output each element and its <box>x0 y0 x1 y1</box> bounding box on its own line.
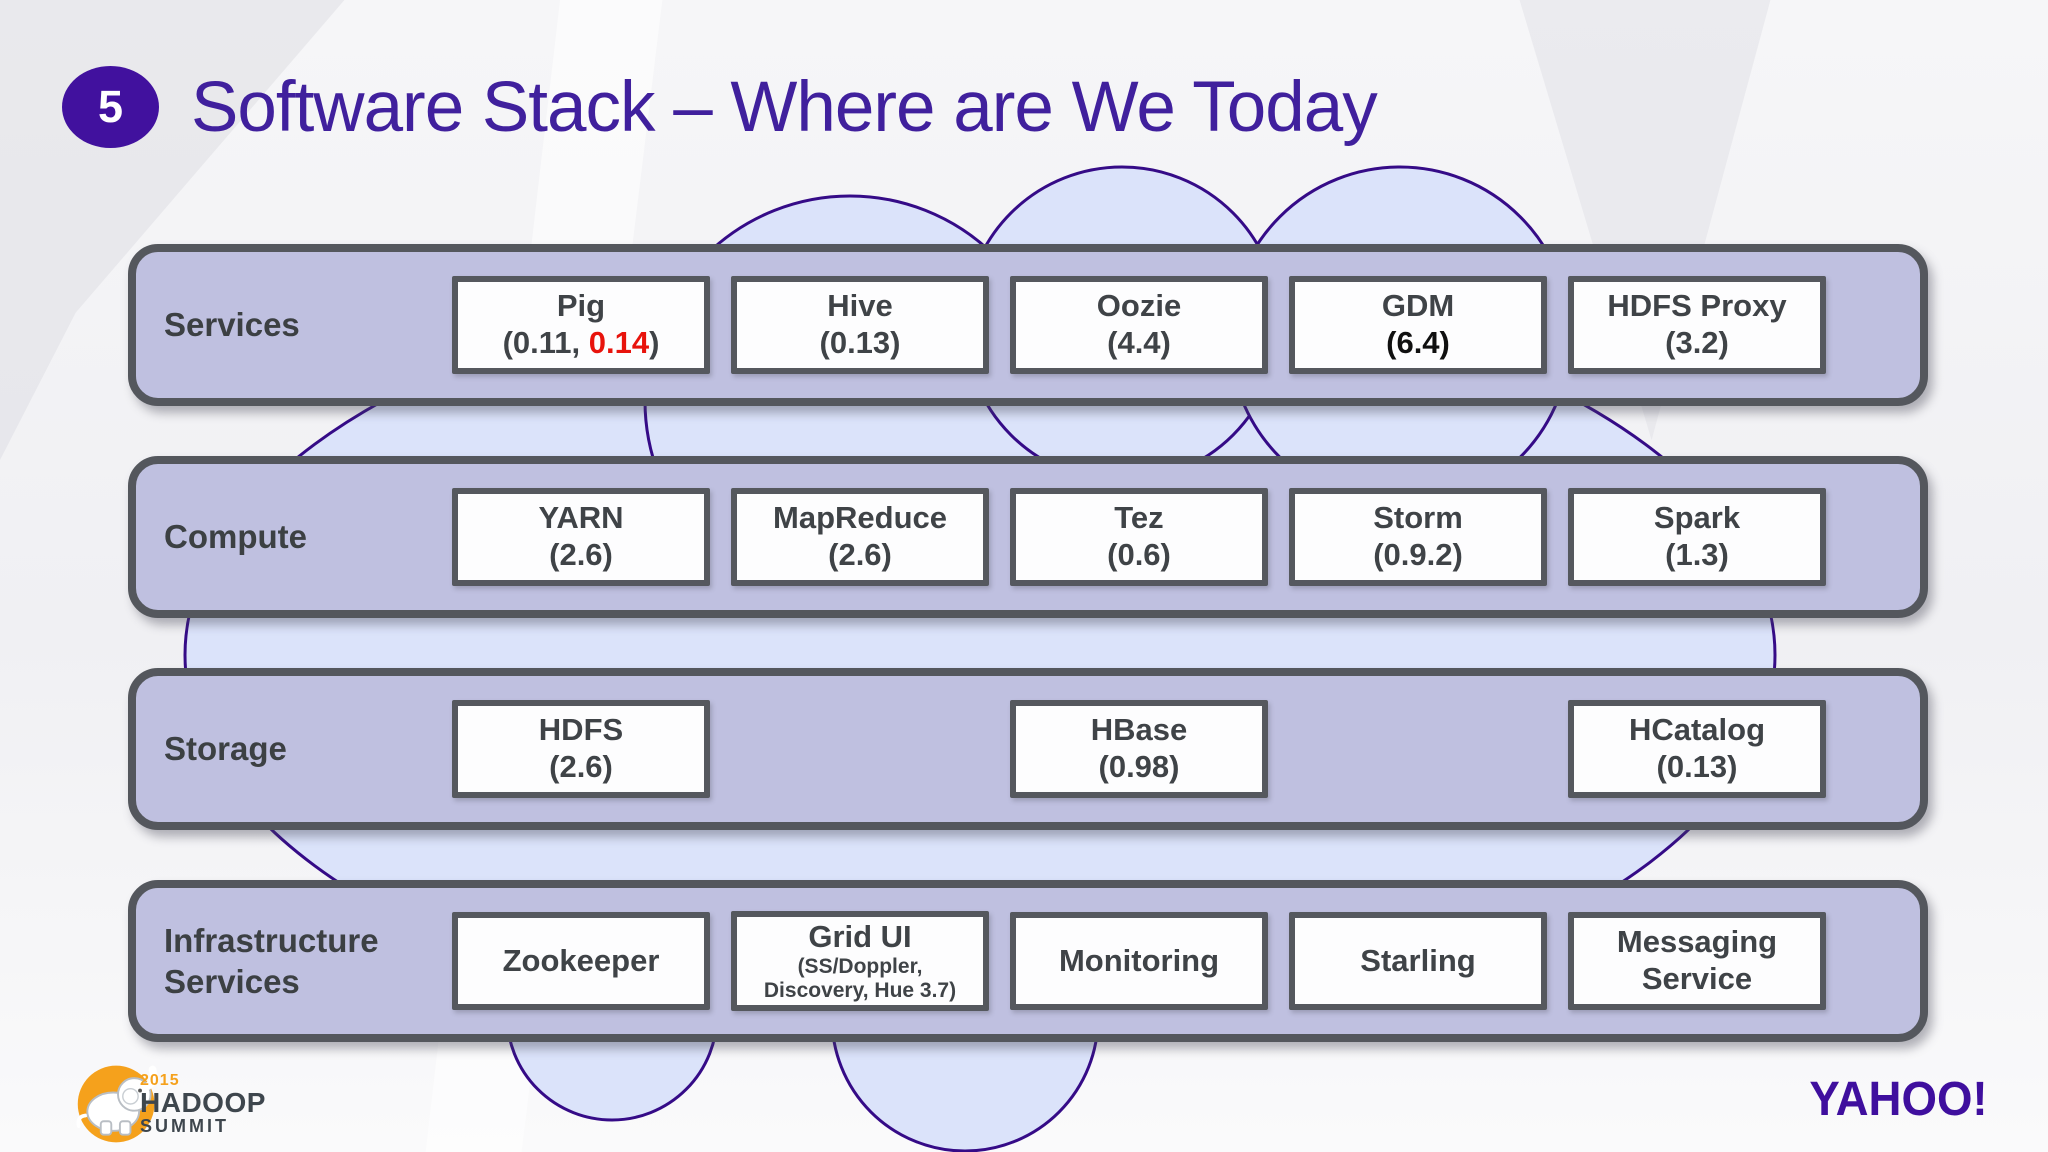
box-name: Spark <box>1653 500 1741 536</box>
hadoop-logo-name: HADOOP <box>140 1087 266 1118</box>
version-prefix: (0.11, <box>502 325 589 360</box>
hadoop-logo-subtitle: SUMMIT <box>140 1116 229 1136</box>
box-version: (0.13) <box>1656 749 1738 784</box>
box-name: Oozie <box>1096 288 1182 324</box>
row-label-storage: Storage <box>164 730 287 768</box>
box-yarn: YARN (2.6) <box>452 488 710 586</box>
row-compute-boxes: YARN (2.6) MapReduce (2.6) Tez (0.6) Sto… <box>452 488 1826 586</box>
box-name: Messaging Service <box>1616 924 1778 996</box>
box-name: YARN <box>538 500 624 536</box>
box-zookeeper: Zookeeper <box>452 911 710 1010</box>
box-hive: Hive (0.13) <box>731 276 989 374</box>
hadoop-logo-text: 2015 HADOOP SUMMIT <box>140 1072 266 1136</box>
box-messaging-service: Messaging Service <box>1568 911 1826 1010</box>
box-name: HDFS <box>538 712 624 748</box>
box-version: (0.11, 0.14) <box>503 325 660 362</box>
box-name: Pig <box>556 288 606 324</box>
box-hdfs: HDFS (2.6) <box>452 700 710 798</box>
row-label-services: Services <box>164 306 300 344</box>
row-label-compute: Compute <box>164 518 307 556</box>
box-version: (0.9.2) <box>1373 537 1463 572</box>
page-title: Software Stack – Where are We Today <box>191 67 1378 147</box>
box-pig: Pig (0.11, 0.14) <box>452 276 710 374</box>
box-name: Hive <box>827 288 893 324</box>
version-suffix: ) <box>649 325 660 360</box>
box-name: HCatalog <box>1628 712 1766 748</box>
box-name: GDM <box>1381 288 1455 324</box>
elephant-icon <box>76 1065 158 1143</box>
box-version: (4.4) <box>1107 325 1171 360</box>
box-subtitle: (SS/Doppler, <box>797 955 923 979</box>
box-name: Storm <box>1373 500 1463 536</box>
row-services: Services Pig (0.11, 0.14) Hive (0.13) Oo… <box>128 244 1928 406</box>
box-version: (1.3) <box>1665 537 1729 572</box>
row-storage: Storage HDFS (2.6) HBase (0.98) HCatalog… <box>128 668 1928 830</box>
slide-header: 5 Software Stack – Where are We Today <box>62 66 1378 148</box>
row-infrastructure-services: Infrastructure Services Zookeeper Grid U… <box>128 880 1928 1042</box>
box-name: Tez <box>1114 500 1164 536</box>
box-starling: Starling <box>1289 911 1547 1010</box>
row-storage-boxes: HDFS (2.6) HBase (0.98) HCatalog (0.13) <box>452 700 1826 798</box>
box-subtitle: Discovery, Hue 3.7) <box>763 979 957 1003</box>
box-version: (2.6) <box>549 749 613 784</box>
box-name: Zookeeper <box>502 942 660 978</box>
box-oozie: Oozie (4.4) <box>1010 276 1268 374</box>
box-name: Starling <box>1360 942 1476 978</box>
row-compute: Compute YARN (2.6) MapReduce (2.6) Tez (… <box>128 456 1928 618</box>
box-version: (0.13) <box>819 325 901 360</box>
box-version: (0.6) <box>1107 537 1171 572</box>
box-tez: Tez (0.6) <box>1010 488 1268 586</box>
version-highlight: 0.14 <box>588 325 650 360</box>
box-hcatalog: HCatalog (0.13) <box>1568 700 1826 798</box>
box-grid-ui: Grid UI (SS/Doppler, Discovery, Hue 3.7) <box>731 910 989 1012</box>
yahoo-logo: YAHOO! <box>1809 1073 1988 1126</box>
row-label-infrastructure-services: Infrastructure Services <box>164 921 379 1000</box>
box-spark: Spark (1.3) <box>1568 488 1826 586</box>
box-storm: Storm (0.9.2) <box>1289 488 1547 586</box>
box-name: Grid UI <box>808 918 912 954</box>
box-version: (3.2) <box>1665 325 1729 360</box>
box-gdm: GDM (6.4) <box>1289 276 1547 374</box>
slide-number-badge: 5 <box>62 66 159 148</box>
box-monitoring: Monitoring <box>1010 911 1268 1010</box>
row-infrastructure-boxes: Zookeeper Grid UI (SS/Doppler, Discovery… <box>452 910 1826 1012</box>
box-version: (0.98) <box>1098 749 1180 784</box>
box-version: (2.6) <box>828 537 892 572</box>
box-name: MapReduce <box>773 500 947 536</box>
row-services-boxes: Pig (0.11, 0.14) Hive (0.13) Oozie (4.4)… <box>452 276 1826 374</box>
box-hdfs-proxy: HDFS Proxy (3.2) <box>1568 276 1826 374</box>
hadoop-logo-year: 2015 <box>140 1072 180 1089</box>
box-name: HBase <box>1090 712 1188 748</box>
box-hbase: HBase (0.98) <box>1010 700 1268 798</box>
hadoop-summit-logo: 2015 HADOOP SUMMIT <box>70 1058 266 1150</box>
box-name: HDFS Proxy <box>1607 288 1787 324</box>
box-version: (2.6) <box>549 537 613 572</box>
box-version: (6.4) <box>1386 325 1450 360</box>
box-mapreduce: MapReduce (2.6) <box>731 488 989 586</box>
box-name: Monitoring <box>1058 942 1220 978</box>
